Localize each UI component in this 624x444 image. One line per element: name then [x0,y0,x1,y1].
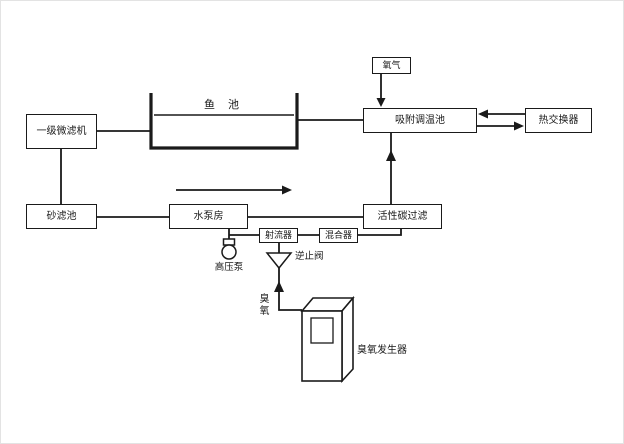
node-oxygen: 氧气 [372,57,411,74]
node-sand-filter: 砂滤池 [26,204,97,229]
ozone-generator-panel [310,317,334,344]
fish-pond-label: 鱼 池 [203,99,245,111]
arrow-up-ozone [274,281,284,292]
node-carbon-filter: 活性碳过滤 [363,204,442,229]
fish-pond-tank-icon [149,93,299,150]
ozone-generator-label: 臭氧发生器 [357,345,407,356]
high-pressure-pump-icon [221,238,237,260]
arrow-up-to-adsorption-pool [386,150,396,161]
node-pump-house: 水泵房 [169,204,248,229]
arrow-right-to-heat-exchanger [514,121,524,131]
ozone-label: 臭氧 [257,293,268,317]
ozone-generator-icon [300,295,355,384]
node-microfilter: 一级微滤机 [26,114,97,149]
check-valve-icon [265,252,293,270]
node-adsorption-pool: 吸附调温池 [363,108,477,133]
high-pressure-pump-label: 高压泵 [214,262,244,273]
pipe-lines [60,74,525,311]
node-ejector: 射流器 [259,228,298,243]
arrow-down-oxygen [376,98,386,107]
flow-direction-arrow [282,185,292,195]
arrow-left-to-adsorption-pool [478,109,488,119]
check-valve-label: 逆止阀 [295,251,324,262]
node-heat-exchanger: 热交换器 [525,108,592,133]
flow-arrowheads [274,98,524,292]
node-mixer: 混合器 [319,228,358,243]
